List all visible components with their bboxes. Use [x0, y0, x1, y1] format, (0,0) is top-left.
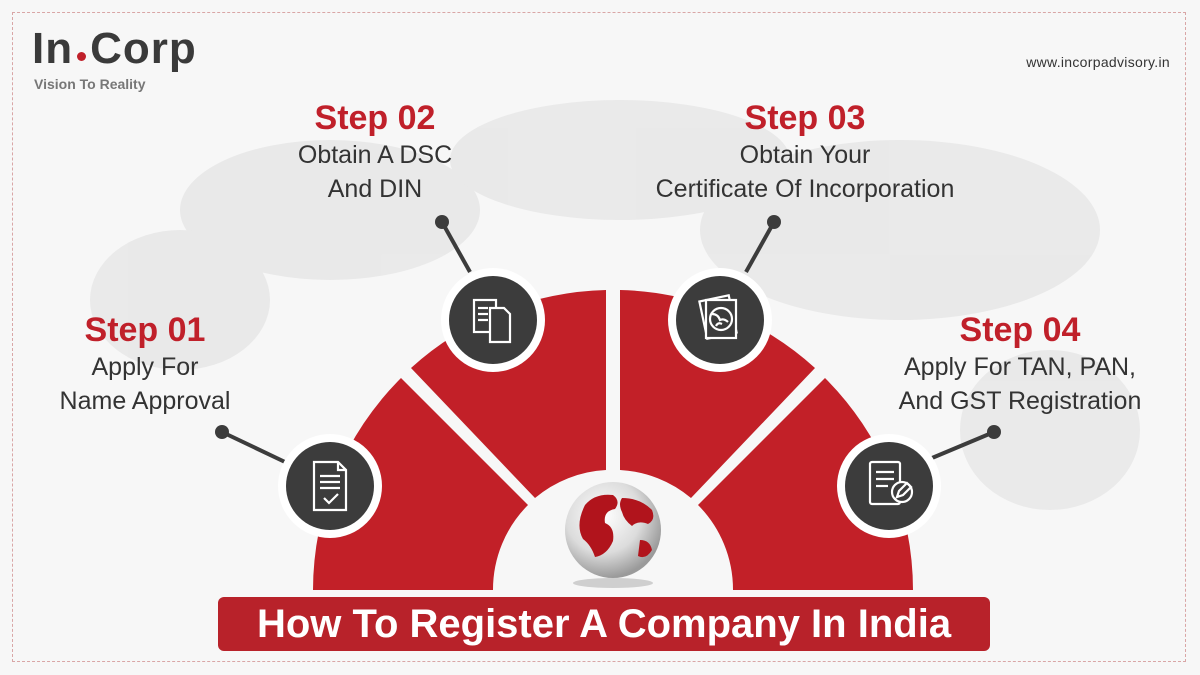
icon-circle-step-01: [278, 434, 382, 538]
logo-tagline: Vision To Reality: [34, 76, 146, 92]
step-description-line: Certificate Of Incorporation: [655, 175, 955, 203]
step-02: Step 02 Obtain A DSC And DIN: [260, 98, 490, 206]
segment-step-01: [313, 378, 528, 590]
segment-step-04: [698, 378, 913, 590]
step-description-line: And DIN: [327, 175, 423, 203]
logo: In Corp Vision To Reality: [32, 26, 197, 93]
step-description-line: Name Approval: [59, 387, 231, 415]
step-title: Step 01: [84, 311, 206, 349]
step-description-line: Apply For: [91, 353, 199, 381]
step-description-line: Obtain Your: [739, 141, 871, 169]
dashed-border: [12, 12, 1186, 662]
icon-circle-step-03: [668, 268, 772, 372]
logo-dot: [77, 51, 87, 61]
world-map-background: [90, 100, 1140, 510]
document-check-icon: [312, 460, 348, 512]
step-description-line: And GST Registration: [898, 387, 1142, 415]
website-url[interactable]: www.incorpadvisory.in: [1026, 54, 1170, 70]
step-04: Step 04 Apply For TAN, PAN, And GST Regi…: [880, 310, 1160, 418]
step-title: Step 03: [744, 99, 866, 137]
step-title: Step 04: [959, 311, 1081, 349]
step-03: Step 03 Obtain Your Certificate Of Incor…: [630, 98, 980, 206]
logo-text-right: Corp: [90, 24, 197, 73]
step-description-line: Obtain A DSC: [297, 141, 453, 169]
globe-icon: [565, 482, 661, 588]
logo-wordmark: In Corp: [32, 26, 197, 72]
certificate-globe-icon: [698, 293, 738, 341]
step-description-line: Apply For TAN, PAN,: [903, 353, 1136, 381]
icon-circle-step-04: [837, 434, 941, 538]
step-01: Step 01 Apply For Name Approval: [30, 310, 260, 418]
connector-lines: [215, 215, 1001, 464]
documents-copy-icon: [472, 298, 512, 344]
icon-circle-step-02: [441, 268, 545, 372]
logo-text-left: In: [32, 24, 74, 73]
form-pen-icon: [868, 460, 914, 506]
step-title: Step 02: [314, 99, 436, 137]
banner-title: How To Register A Company In India: [256, 601, 952, 646]
title-banner: How To Register A Company In India: [218, 597, 990, 651]
